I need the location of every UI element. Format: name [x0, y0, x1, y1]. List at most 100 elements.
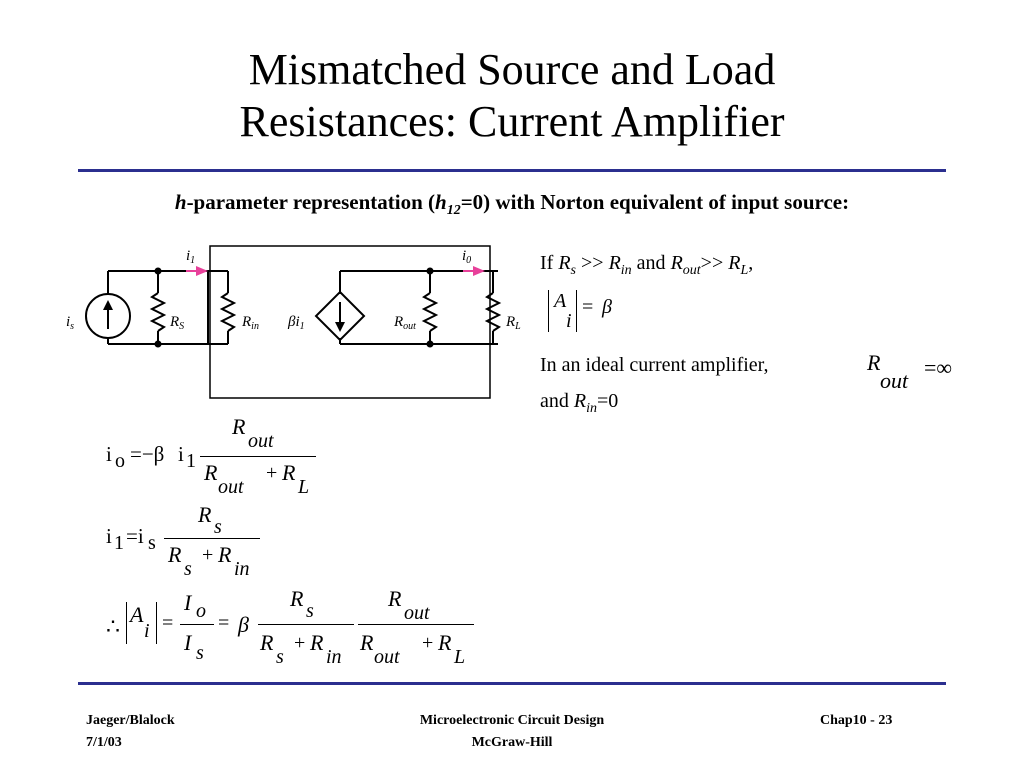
- eq3-f2-num: R: [290, 586, 304, 611]
- eq3-eq2: =: [218, 612, 230, 634]
- footer-book-title: Microelectronic Circuit Design: [419, 713, 605, 728]
- cond-rout-sub: out: [682, 263, 701, 278]
- ai-A: A: [554, 290, 567, 312]
- eq3-f3-num-sub: out: [404, 602, 430, 624]
- ideal-line: In an ideal current amplifier,: [540, 352, 769, 378]
- cond-rs-sub: s: [570, 263, 576, 278]
- cond-rin-sub: in: [620, 263, 632, 278]
- node-dot: [154, 267, 162, 275]
- eq3-f2-num-sub: s: [306, 600, 314, 622]
- label-rl: RL: [505, 314, 521, 332]
- eq3-f1-num-sub: o: [196, 600, 206, 622]
- eq2-den-sub1: s: [184, 558, 192, 580]
- subtitle-part1: -parameter representation (: [186, 190, 435, 214]
- ideal-R: R: [867, 350, 881, 375]
- ai-equals-beta: A i = β: [548, 290, 648, 334]
- eq3-A: A: [130, 602, 144, 627]
- cond-gg2: >>: [700, 252, 724, 274]
- i1-arrowhead: [196, 266, 208, 276]
- eq1-num-R: R: [232, 414, 246, 439]
- eq2-plus: +: [202, 544, 214, 566]
- ideal-text: In an ideal current amplifier,: [540, 354, 769, 376]
- and-R: R: [573, 390, 587, 412]
- ai-eq: =: [582, 296, 594, 318]
- eq3-f2-den2: R: [310, 630, 324, 655]
- cond-rs: R: [558, 252, 571, 274]
- eq1-eq: =−β: [130, 442, 165, 466]
- eq3-f3-den2: R: [438, 630, 452, 655]
- eq3-f3-num: R: [388, 586, 402, 611]
- label-i1: i1: [186, 248, 195, 266]
- eq3-abs-left: [126, 602, 127, 644]
- ai-beta: β: [602, 296, 612, 318]
- node-dot: [154, 340, 162, 348]
- eq1-plus: +: [266, 462, 278, 484]
- footer-authors: Jaeger/Blalock: [86, 713, 175, 728]
- eq3-A-sub: i: [144, 620, 150, 642]
- rs-resistor: [149, 292, 167, 332]
- cond-comma: ,: [748, 252, 754, 274]
- top-divider: [78, 169, 946, 172]
- eq3-f1-num: I: [184, 590, 192, 615]
- eq3-f2-bar: [258, 624, 354, 625]
- node-dot: [426, 340, 434, 348]
- eq2-num-R: R: [198, 502, 212, 527]
- and-line: and Rin=0: [540, 388, 618, 422]
- ideal-eq: =∞: [924, 355, 953, 380]
- eq3-f3-den2-sub: L: [454, 646, 466, 668]
- rout-resistor: [421, 292, 439, 332]
- eq2-lhs: i: [106, 524, 112, 548]
- dependent-source-arrowhead: [335, 322, 345, 332]
- abs-bar-right: [576, 290, 577, 332]
- eq1-den-R1: R: [204, 460, 218, 485]
- and-eq: =0: [597, 390, 619, 412]
- eq3-plus1: +: [294, 632, 306, 654]
- eq1-fraction-bar: [200, 456, 316, 457]
- equation-i1: i 1 =i s R s R s + R in: [106, 502, 286, 588]
- footer-date: 7/1/03: [86, 735, 122, 750]
- eq1-lhs: i: [106, 442, 112, 466]
- eq3-therefore: ∴: [106, 614, 120, 639]
- current-arrows: [186, 266, 485, 276]
- slide-title: Mismatched Source and Load Resistances: …: [0, 44, 1024, 148]
- label-rin: Rin: [241, 314, 259, 332]
- subtitle-h12: h: [435, 190, 447, 214]
- abs-bar-left: [548, 290, 549, 332]
- subtitle-part2: =0) with Norton equivalent of input sour…: [460, 190, 850, 214]
- footer-center: Microelectronic Circuit Design McGraw-Hi…: [362, 710, 662, 754]
- label-beta-i1: βi1: [287, 314, 305, 332]
- eq3-beta: β: [238, 612, 249, 637]
- cond-gg1: >>: [581, 252, 604, 274]
- dependent-source-symbol: [314, 290, 366, 342]
- cond-and: and: [636, 252, 666, 274]
- eq3-eq1: =: [162, 612, 174, 634]
- current-source-arrowhead: [103, 300, 113, 310]
- node-dot: [426, 267, 434, 275]
- eq2-den-sub2: in: [234, 558, 250, 580]
- and-text: and: [540, 390, 569, 412]
- subtitle: h-parameter representation (h12=0) with …: [0, 190, 1024, 219]
- eq1-num-sub: out: [248, 430, 274, 452]
- cond-rl: R: [728, 252, 741, 274]
- label-io: i0: [462, 248, 471, 266]
- cond-rout: R: [670, 252, 683, 274]
- footer-right: Chap10 - 23: [820, 710, 892, 732]
- eq1-i-sub: 1: [186, 450, 196, 472]
- eq1-den-R2: R: [282, 460, 296, 485]
- eq3-f3-den1: R: [360, 630, 374, 655]
- eq2-den-R1: R: [168, 542, 182, 567]
- cond-rin: R: [608, 252, 621, 274]
- footer-publisher: McGraw-Hill: [471, 735, 553, 750]
- current-source-symbol: [85, 293, 131, 339]
- rl-resistor: [484, 292, 502, 332]
- ideal-out: out: [880, 368, 909, 393]
- eq1-i: i: [178, 442, 184, 466]
- label-rout: Rout: [393, 314, 416, 332]
- eq2-eq: =i: [126, 524, 144, 548]
- eq3-f2-den2-sub: in: [326, 646, 342, 668]
- cond-if: If: [540, 252, 554, 274]
- io-arrowhead: [473, 266, 485, 276]
- eq3-f3-bar: [358, 624, 474, 625]
- ai-i: i: [566, 310, 572, 332]
- subtitle-h: h: [174, 190, 187, 214]
